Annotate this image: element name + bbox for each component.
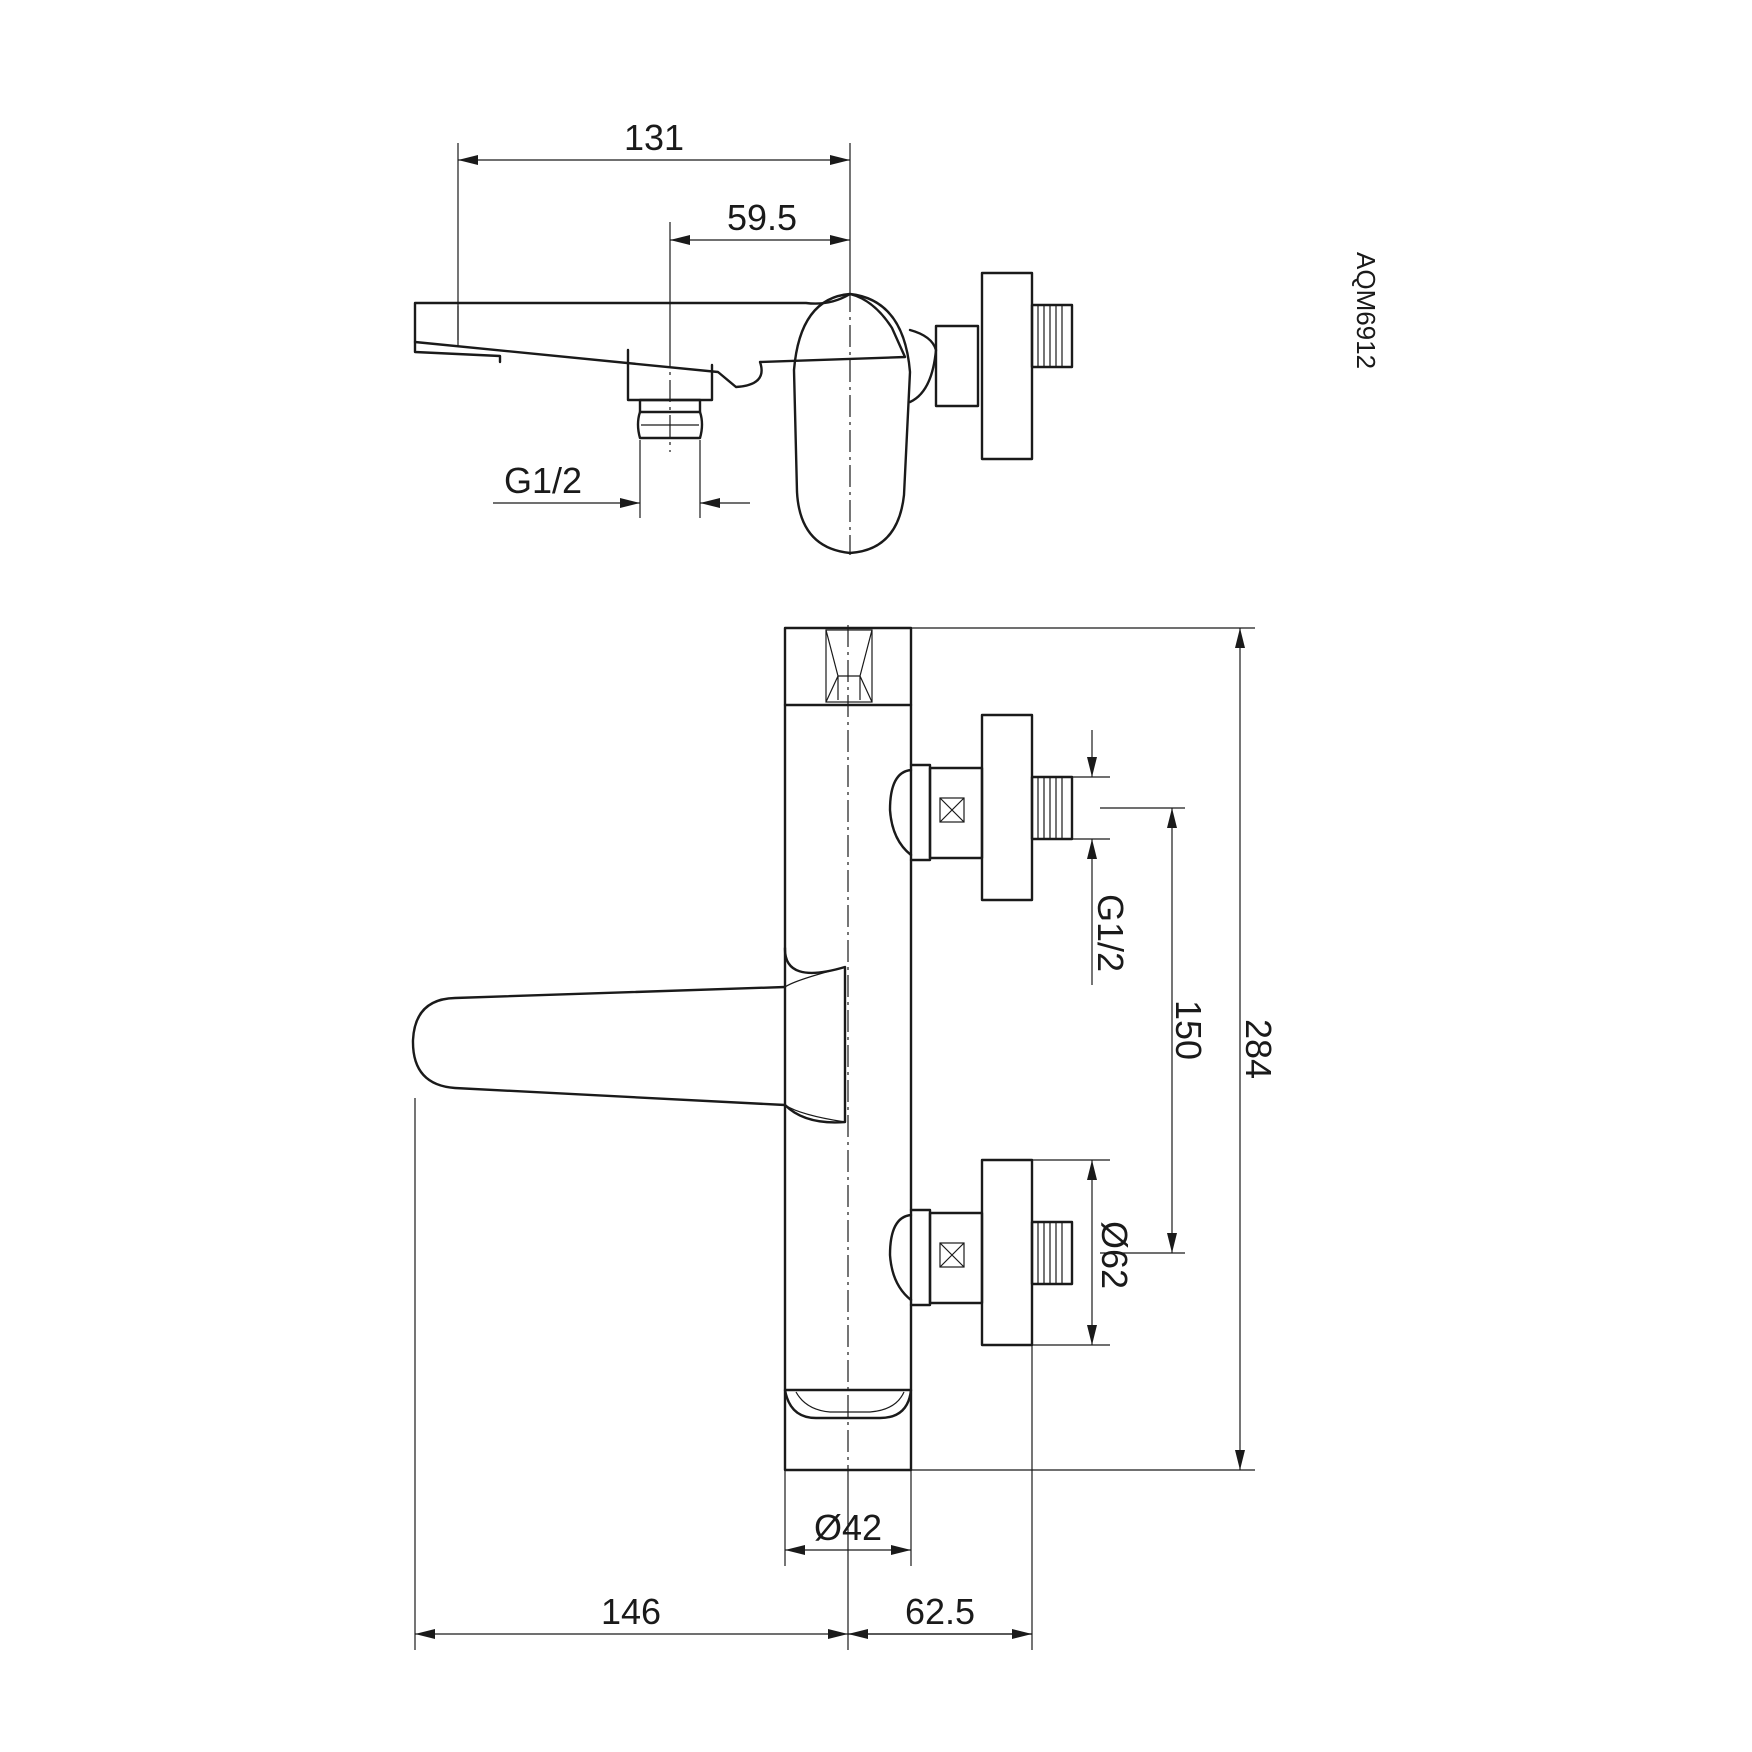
front-view: G1/2 150 284 Ø62 Ø42 [411,625,1279,1650]
top-thread [1030,303,1074,369]
top-handle [792,292,912,555]
dim-146: 146 [414,1098,849,1650]
svg-text:62.5: 62.5 [905,1591,975,1632]
dim-131: 131 [457,117,851,340]
inlet-upper [888,713,1074,902]
svg-text:131: 131 [624,117,684,158]
svg-text:146: 146 [601,1591,661,1632]
top-escutcheon [980,271,1034,461]
dim-150: 150 [1100,807,1209,1254]
top-spout [413,292,907,389]
dim-g1-2-top: G1/2 [493,440,750,518]
svg-text:G1/2: G1/2 [1090,894,1131,972]
dim-62-5: 62.5 [848,1345,1033,1650]
top-cartridge [825,629,873,703]
bottom-cap [783,1388,913,1420]
dim-d62: Ø62 [1032,1159,1135,1346]
svg-text:150: 150 [1168,1000,1209,1060]
inlet-lower [888,1158,1074,1347]
top-view: 131 59.5 G1/2 [413,117,1074,555]
front-spout [411,946,847,1124]
dim-g1-2-front: G1/2 [1072,730,1131,985]
thread-upper [1030,775,1074,841]
svg-text:G1/2: G1/2 [504,460,582,501]
escutcheon-upper [980,713,1034,902]
escutcheon-lower [980,1158,1034,1347]
dim-284: 284 [911,627,1279,1471]
svg-text:59.5: 59.5 [727,197,797,238]
svg-text:Ø62: Ø62 [1094,1221,1135,1289]
dim-59-5: 59.5 [669,197,850,345]
svg-text:284: 284 [1238,1019,1279,1079]
model-code: AQM6912 [1351,252,1381,369]
thread-lower [1030,1220,1074,1286]
